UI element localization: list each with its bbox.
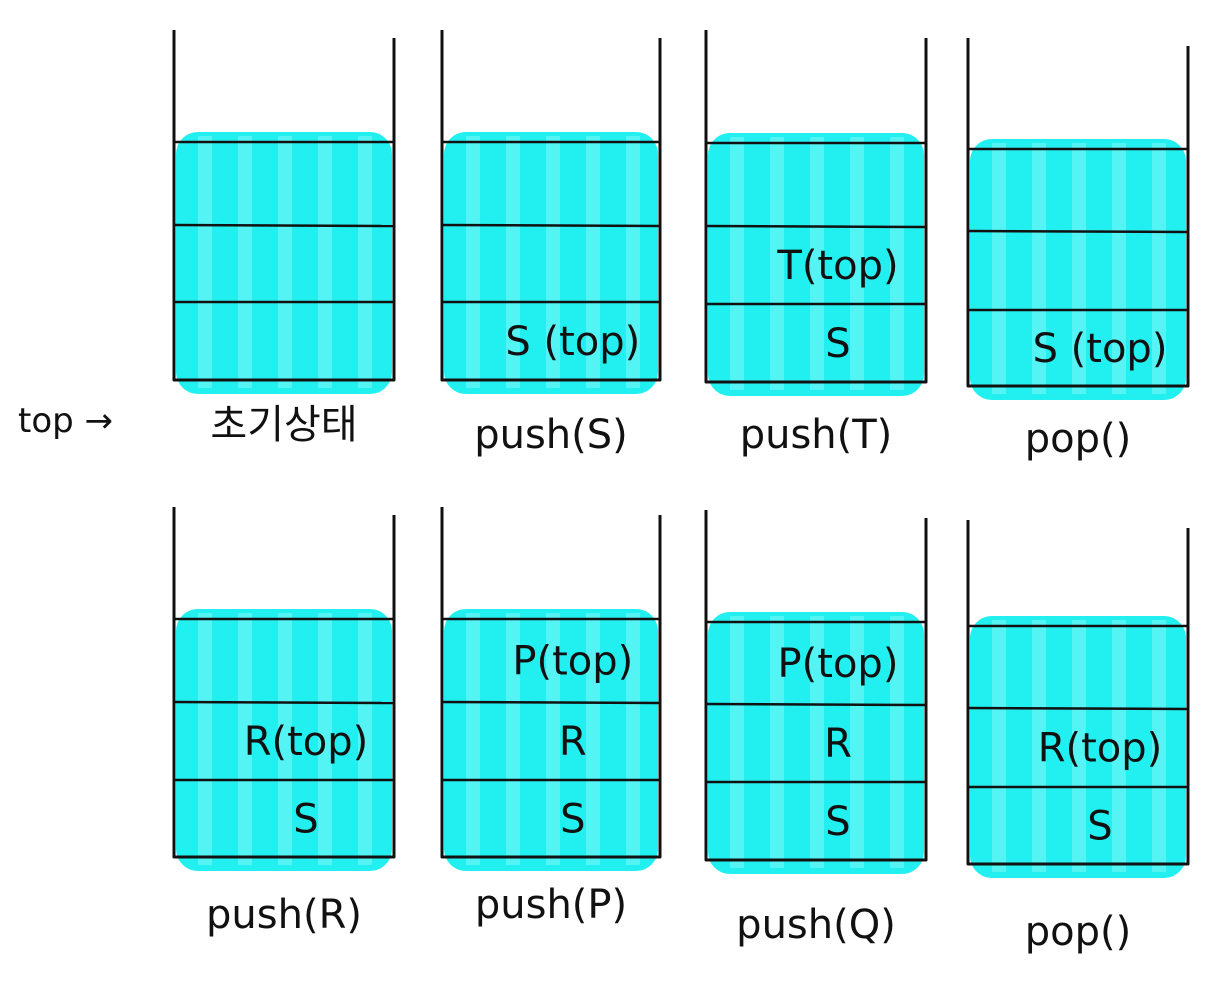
- stack-slot-3-label: S: [825, 321, 850, 367]
- fill-streak: [890, 616, 904, 868]
- fill-streak: [1152, 620, 1166, 872]
- stack-slot-3-label: S (top): [1033, 326, 1168, 372]
- fill-streak: [1152, 143, 1166, 394]
- stack-slot-3-label: S: [560, 797, 585, 843]
- fill-streak: [586, 613, 600, 865]
- fill-streak: [238, 136, 252, 388]
- stack-1: 초기상태: [172, 30, 396, 448]
- fill-streak: [506, 136, 520, 388]
- fill-streak: [238, 613, 252, 865]
- slot-divider: [705, 224, 927, 229]
- stack-container: [172, 30, 396, 382]
- stack-slot-3-label: S (top): [505, 319, 640, 365]
- fill-streak: [992, 620, 1006, 872]
- slot-divider: [967, 229, 1189, 234]
- stack-caption: pop(): [1025, 416, 1131, 462]
- top-pointer-label: top →: [18, 401, 113, 441]
- fill-streak: [1112, 143, 1126, 394]
- stack-slot-3-label: S: [293, 797, 318, 843]
- slot-divider: [173, 700, 395, 705]
- fill-streak: [1112, 620, 1126, 872]
- fill-streak: [730, 616, 744, 868]
- fill-streak: [626, 613, 640, 865]
- fill-streak: [318, 136, 332, 388]
- fill-streak: [626, 136, 640, 388]
- stack-caption: push(T): [740, 412, 893, 458]
- fill-streak: [1032, 143, 1046, 394]
- stack-caption: push(P): [475, 882, 627, 928]
- stack-slot-2-label: T(top): [776, 243, 898, 289]
- slot-divider: [441, 223, 661, 228]
- stack-caption: push(Q): [736, 902, 896, 948]
- stack-2: S (top) push(S): [440, 30, 662, 458]
- stack-caption: push(S): [474, 412, 628, 458]
- fill-streak: [586, 136, 600, 388]
- fill-streak: [198, 136, 212, 388]
- stack-slot-2-label: R(top): [1038, 726, 1163, 772]
- fill-streak: [850, 137, 864, 390]
- fill-streak: [278, 613, 292, 865]
- slot-divider: [173, 223, 395, 228]
- stack-slot-2-label: R: [559, 719, 587, 765]
- stack-caption: push(R): [206, 892, 362, 938]
- stack-container: [172, 507, 396, 859]
- fill-streak: [770, 616, 784, 868]
- fill-streak: [506, 613, 520, 865]
- stack-slot-1-label: P(top): [778, 641, 899, 687]
- stack-slot-3-label: S: [825, 799, 850, 845]
- fill-streak: [198, 613, 212, 865]
- fill-streak: [1032, 620, 1046, 872]
- fill-streak: [466, 136, 480, 388]
- stack-container: [966, 520, 1190, 866]
- slot-divider: [967, 706, 1189, 711]
- slot-divider: [441, 700, 661, 705]
- fill-streak: [810, 137, 824, 390]
- fill-streak: [358, 613, 372, 865]
- fill-streak: [546, 613, 560, 865]
- fill-streak: [1072, 620, 1086, 872]
- fill-streak: [358, 136, 372, 388]
- stack-slot-2-label: R(top): [244, 719, 369, 765]
- stack-container: [704, 510, 928, 862]
- fill-streak: [278, 136, 292, 388]
- fill-streak: [730, 137, 744, 390]
- fill-streak: [318, 613, 332, 865]
- fill-streak: [770, 137, 784, 390]
- fill-streak: [546, 136, 560, 388]
- stack-container: [966, 38, 1190, 388]
- fill-streak: [466, 613, 480, 865]
- fill-streak: [850, 616, 864, 868]
- stack-container: [440, 30, 662, 382]
- stack-container: [440, 507, 662, 859]
- stack-slot-3-label: S: [1087, 804, 1112, 850]
- stack-caption: 초기상태: [210, 402, 357, 448]
- fill-streak: [890, 137, 904, 390]
- fill-streak: [992, 143, 1006, 394]
- stack-slot-2-label: R: [824, 721, 852, 767]
- fill-streak: [810, 616, 824, 868]
- slot-divider: [705, 702, 927, 707]
- fill-streak: [1072, 143, 1086, 394]
- stack-caption: pop(): [1025, 909, 1131, 955]
- stack-container: [704, 30, 928, 384]
- stack-4: S (top) pop(): [966, 38, 1190, 462]
- stack-slot-1-label: P(top): [512, 639, 633, 685]
